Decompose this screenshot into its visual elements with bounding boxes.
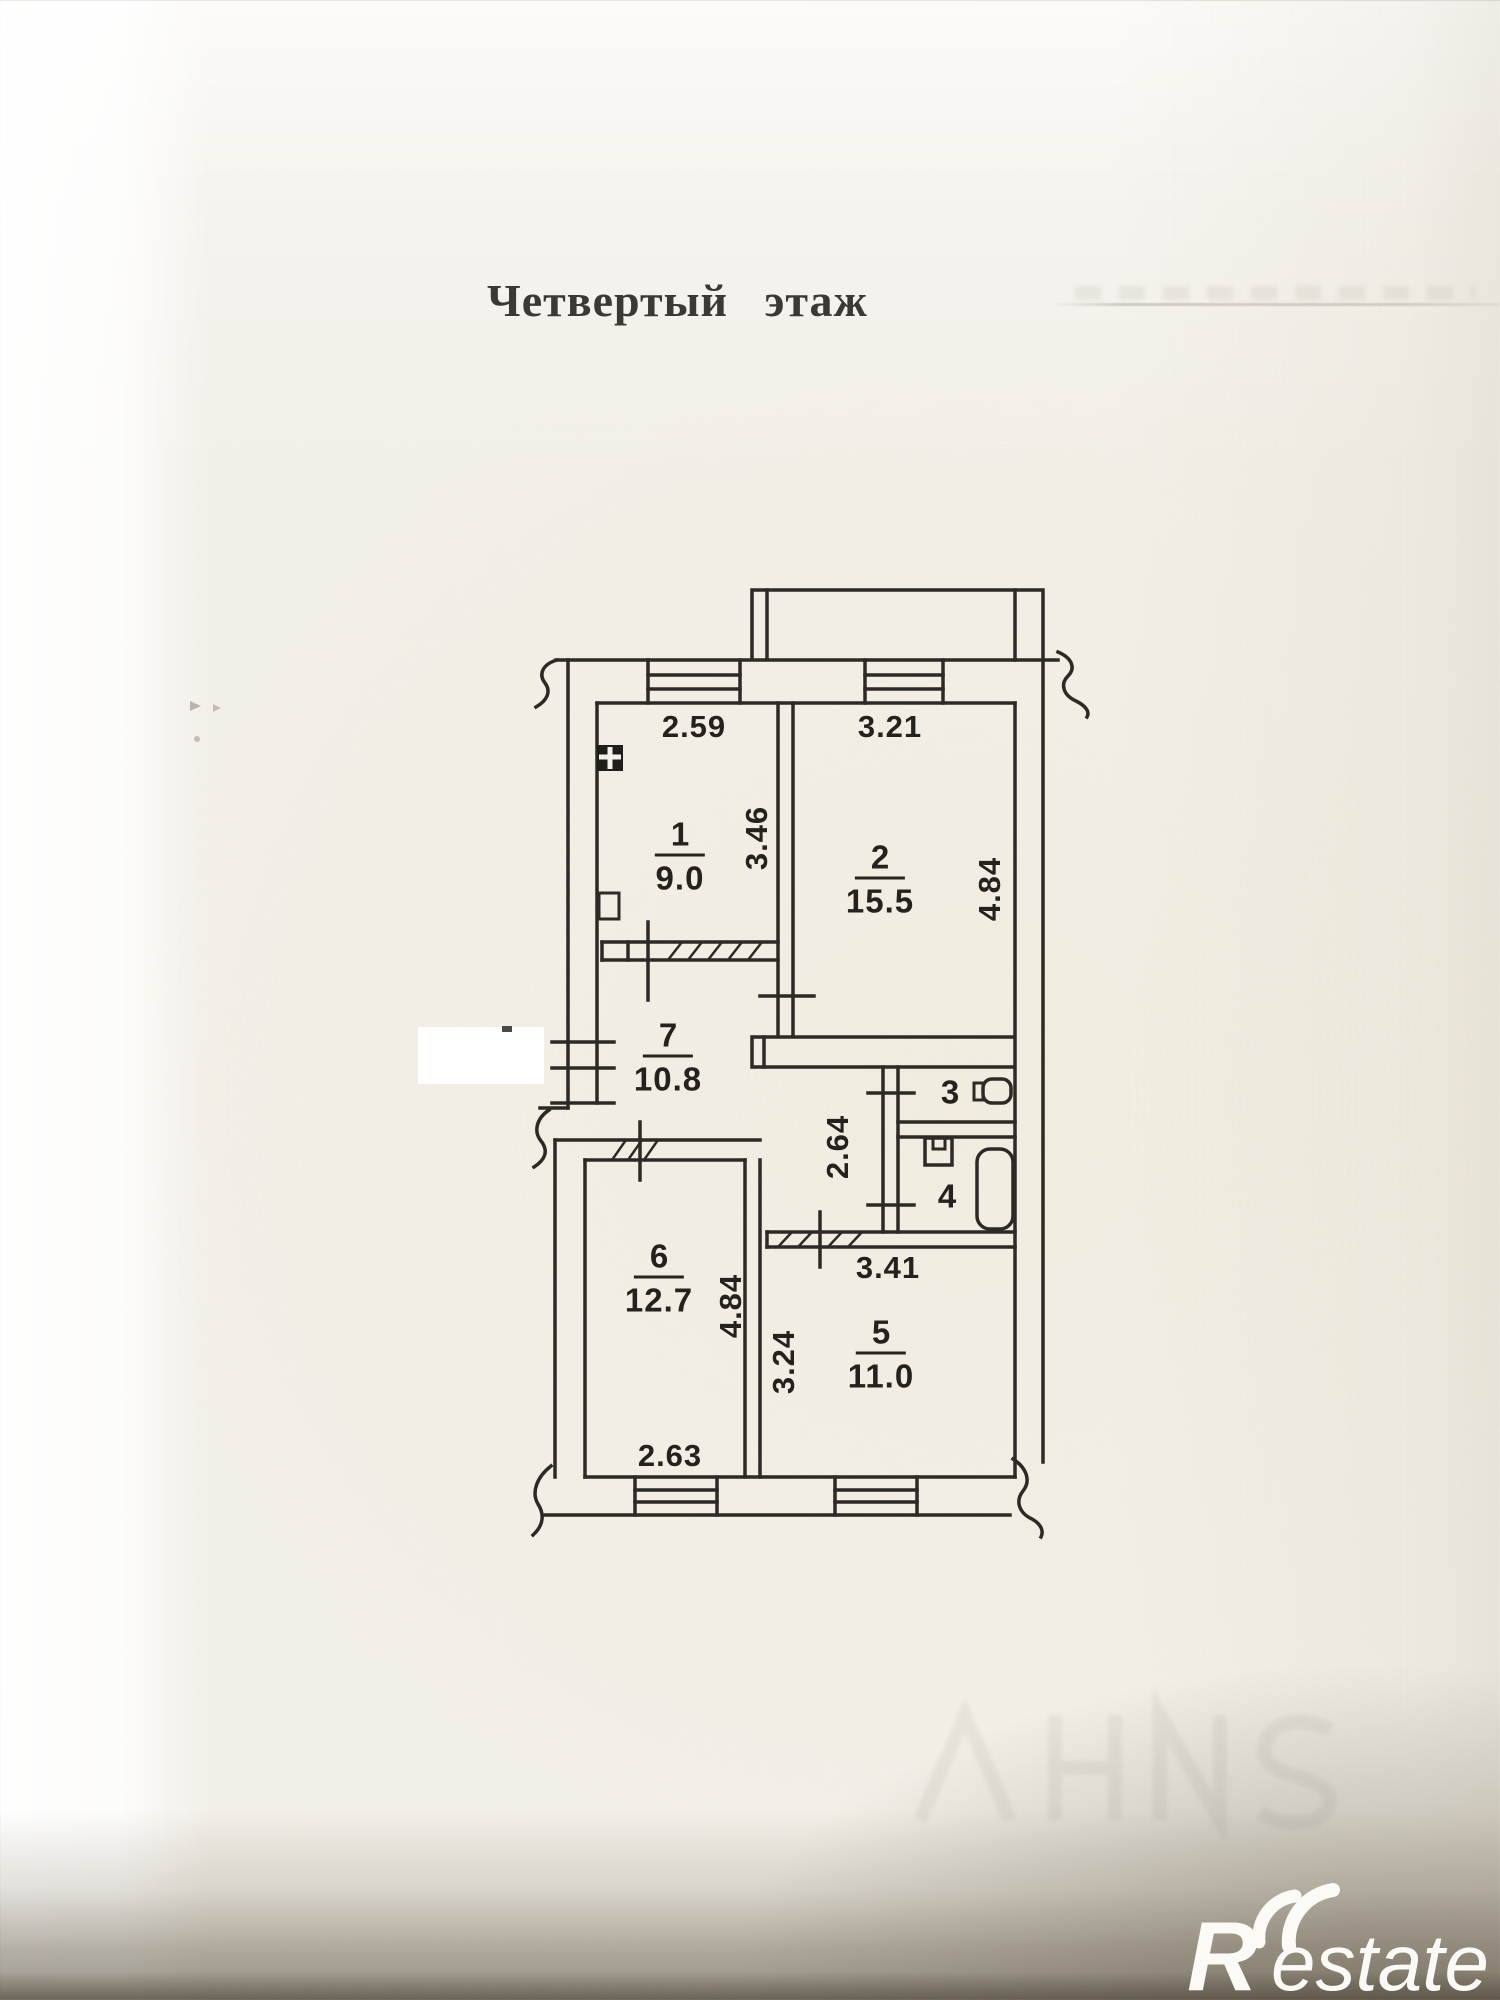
page-title: Четвертый этаж [487, 275, 868, 326]
wall-break-top-right [1055, 649, 1090, 720]
balcony-outline [750, 588, 1045, 662]
wall-break-bottom-right [1010, 1456, 1044, 1540]
room-label-5: 5 11.0 [848, 1316, 914, 1393]
fixtures [597, 745, 1015, 1231]
room-area: 15.5 [845, 882, 915, 920]
window-room5 [833, 1475, 919, 1517]
window-room6 [633, 1475, 719, 1517]
room-area: 12.7 [624, 1281, 694, 1319]
room-label-7: 7 10.8 [634, 1019, 702, 1096]
wall-linework [530, 588, 1090, 1540]
room-number: 1 [654, 818, 706, 857]
dim-room1-depth: 3.46 [739, 805, 774, 871]
dim-room5-depth: 3.24 [766, 1329, 801, 1395]
faint-paper-line [1052, 303, 1500, 306]
room-number: 5 [855, 1316, 907, 1355]
logo-arc-large [1281, 1883, 1340, 1953]
room-area: 9.0 [655, 859, 705, 897]
toilet-icon [972, 1077, 1013, 1105]
room1-partition [600, 920, 780, 1002]
dim-room1-width: 2.59 [661, 709, 727, 744]
whiteout-patch [418, 1026, 544, 1084]
room-area: 11.0 [847, 1357, 915, 1395]
room-label-2: 2 15.5 [846, 841, 914, 918]
faint-scan-text-smudge [1075, 286, 1475, 300]
room-number: 6 [633, 1240, 685, 1279]
bathtub-icon [975, 1147, 1015, 1231]
room-label-3: 3 [941, 1076, 959, 1109]
wall-break-bottom-left [530, 1463, 554, 1538]
dim-room6-depth: 4.84 [713, 1273, 748, 1339]
logo-initial: R [1187, 1901, 1258, 2000]
room-number: 3 [940, 1073, 960, 1111]
logo-word: estate [1271, 1918, 1489, 2000]
washbasin-icon [923, 1136, 954, 1167]
logo-arc-small [1252, 1889, 1302, 1949]
kitchen-sink-icon [597, 891, 621, 921]
room-area: 10.8 [633, 1060, 703, 1098]
room-number: 4 [937, 1177, 957, 1215]
window-room1 [646, 658, 742, 705]
room-label-4: 4 [938, 1180, 956, 1213]
dim-room2-width: 3.21 [857, 709, 923, 744]
wall-break-entrance [531, 1107, 552, 1170]
dim-room5-width: 3.41 [855, 1250, 921, 1285]
dim-room2-depth: 4.84 [972, 856, 1007, 922]
window-room2 [863, 658, 945, 705]
room-label-1: 1 9.0 [654, 818, 706, 897]
room-number: 2 [854, 841, 906, 880]
room-label-6: 6 12.7 [625, 1240, 693, 1317]
restate-logo: R estate [1183, 1882, 1500, 2000]
room-number: 7 [642, 1019, 694, 1058]
faint-agency-watermark [913, 1690, 1338, 1840]
dim-corridor-depth: 2.64 [820, 1114, 855, 1180]
gas-stove-icon [597, 745, 623, 771]
paper-specks [190, 701, 221, 742]
wall-break-top-left [533, 657, 560, 710]
dim-room6-width: 2.63 [637, 1438, 703, 1473]
